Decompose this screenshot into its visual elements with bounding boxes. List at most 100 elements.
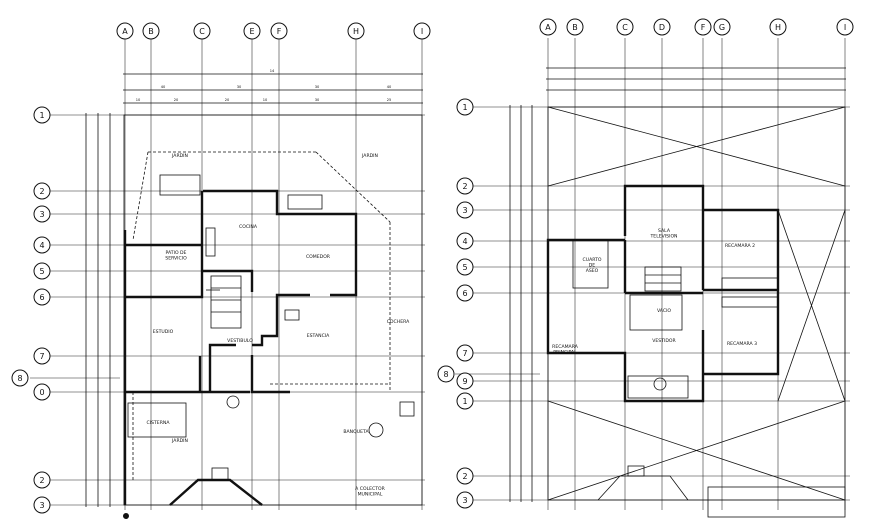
upper-floor-front-bay: [597, 475, 689, 501]
left-column-bubble-h-label: H: [353, 27, 359, 36]
room-label-jardin-right: JARDIN: [361, 153, 378, 159]
left-horizontal-axes: [30, 114, 425, 506]
right-column-bubble-a: A: [539, 18, 557, 36]
left-row-bubble-4-label: 5: [39, 267, 44, 276]
left-row-bubble-6: 7: [33, 347, 51, 365]
right-row-bubble-8-label: 1: [462, 397, 467, 406]
left-row-bubble-2-label: 3: [39, 210, 44, 219]
left-row-bubble-2: 3: [33, 205, 51, 223]
left-column-bubble-c: C: [193, 22, 211, 40]
right-row-bubble-1-label: 2: [462, 182, 467, 191]
room-label-banqueta: BANQUETA: [343, 429, 369, 435]
svg-text:40: 40: [161, 85, 166, 89]
ground-floor-front-door: [211, 467, 229, 481]
right-row-bubble-6-label: 7: [462, 349, 467, 358]
svg-text:10: 10: [136, 98, 141, 102]
svg-text:20: 20: [225, 98, 230, 102]
right-row-bubble-5-label: 6: [462, 289, 467, 298]
room-label-cisterna: CISTERNA: [147, 420, 171, 426]
room-label-cochera: COCHERA: [387, 319, 410, 325]
right-column-bubble-a-label: A: [545, 23, 551, 32]
right-row-bubble-1: 2: [456, 177, 474, 195]
upper-floor-terrace: [707, 486, 846, 518]
svg-text:20: 20: [174, 98, 179, 102]
left-offset-bubble: 8: [11, 369, 29, 387]
left-row-bubble-1: 2: [33, 182, 51, 200]
right-column-bubble-i-label: I: [844, 23, 846, 32]
left-column-bubble-e: E: [243, 22, 261, 40]
left-row-bubble-3: 4: [33, 236, 51, 254]
svg-text:10: 10: [263, 98, 268, 102]
right-horizontal-axes: [455, 106, 850, 501]
right-column-bubble-h: H: [769, 18, 787, 36]
left-row-bubble-5-label: 6: [39, 293, 44, 302]
upper-floor-walls: [546, 184, 780, 403]
right-row-bubble-9-label: 2: [462, 472, 467, 481]
right-row-bubble-4-label: 5: [462, 263, 467, 272]
right-row-bubble-2: 3: [456, 201, 474, 219]
right-row-bubble-5: 6: [456, 284, 474, 302]
right-column-bubble-d-label: D: [659, 23, 665, 32]
left-row-bubble-4: 5: [33, 262, 51, 280]
left-row-bubble-0-label: 1: [39, 111, 44, 120]
right-offset-bubble-label: 8: [443, 370, 448, 379]
left-column-bubble-b-label: B: [148, 27, 154, 36]
room-label-estudio: ESTUDIO: [153, 329, 174, 335]
left-row-bubble-8-label: 2: [39, 476, 44, 485]
left-column-bubble-i-label: I: [421, 27, 423, 36]
room-label-recamara-2: RECAMARA 2: [725, 243, 755, 249]
right-top-dimension-lines: [546, 67, 846, 91]
right-column-bubble-g: G: [713, 18, 731, 36]
right-lot-boundary: [547, 106, 846, 501]
left-lot-boundary: [123, 114, 423, 506]
right-row-bubble-9: 2: [456, 467, 474, 485]
svg-text:25: 25: [387, 98, 392, 102]
right-row-bubble-7-label: 9: [462, 377, 467, 386]
right-row-bubble-3-label: 4: [462, 237, 467, 246]
room-label-jardin-bottom: JARDIN: [171, 438, 188, 444]
right-column-bubble-c: C: [616, 18, 634, 36]
origin-marker: [123, 513, 129, 519]
left-column-bubble-b: B: [142, 22, 160, 40]
upper-floor-interior-details: [572, 239, 779, 399]
left-row-bubble-8: 2: [33, 471, 51, 489]
right-row-bubble-0: 1: [456, 98, 474, 116]
left-column-bubble-f-label: F: [277, 27, 282, 36]
right-row-bubble-4: 5: [456, 258, 474, 276]
room-label-vacio: VACIO: [657, 308, 671, 314]
ground-floor-walls: [123, 189, 358, 505]
left-top-dimension-lines: [123, 73, 423, 104]
right-offset-bubble: 8: [437, 365, 455, 383]
roof-cross-hatching: [547, 106, 846, 501]
right-row-bubble-10: 3: [456, 491, 474, 509]
right-column-bubble-f-label: F: [701, 23, 706, 32]
left-column-bubble-a: A: [116, 22, 134, 40]
left-side-dimension-lines: [85, 113, 111, 507]
left-row-bubble-9: 3: [33, 496, 51, 514]
svg-text:40: 40: [387, 85, 392, 89]
right-row-bubble-0-label: 1: [462, 103, 467, 112]
svg-text:30: 30: [315, 85, 320, 89]
left-column-bubble-a-label: A: [122, 27, 128, 36]
left-row-bubble-7-label: 0: [39, 388, 44, 397]
left-offset-bubble-label: 8: [17, 374, 22, 383]
right-column-bubble-c-label: C: [622, 23, 628, 32]
left-top-dimension-labels: 14 40 30 30 40 10 20 20 10 30 25: [136, 69, 392, 102]
right-row-bubble-10-label: 3: [462, 496, 467, 505]
right-column-bubble-i: I: [836, 18, 854, 36]
left-vertical-axes: [124, 38, 423, 510]
right-row-bubble-8: 1: [456, 392, 474, 410]
ground-floor-plan: 14 40 30 30 40 10 20 20 10 30 25: [30, 38, 425, 519]
ground-floor-interior-details: [127, 151, 415, 480]
right-column-bubble-b: B: [566, 18, 584, 36]
right-column-bubble-f: F: [694, 18, 712, 36]
left-row-bubble-0: 1: [33, 106, 51, 124]
ground-floor-front-bay: [169, 478, 263, 506]
